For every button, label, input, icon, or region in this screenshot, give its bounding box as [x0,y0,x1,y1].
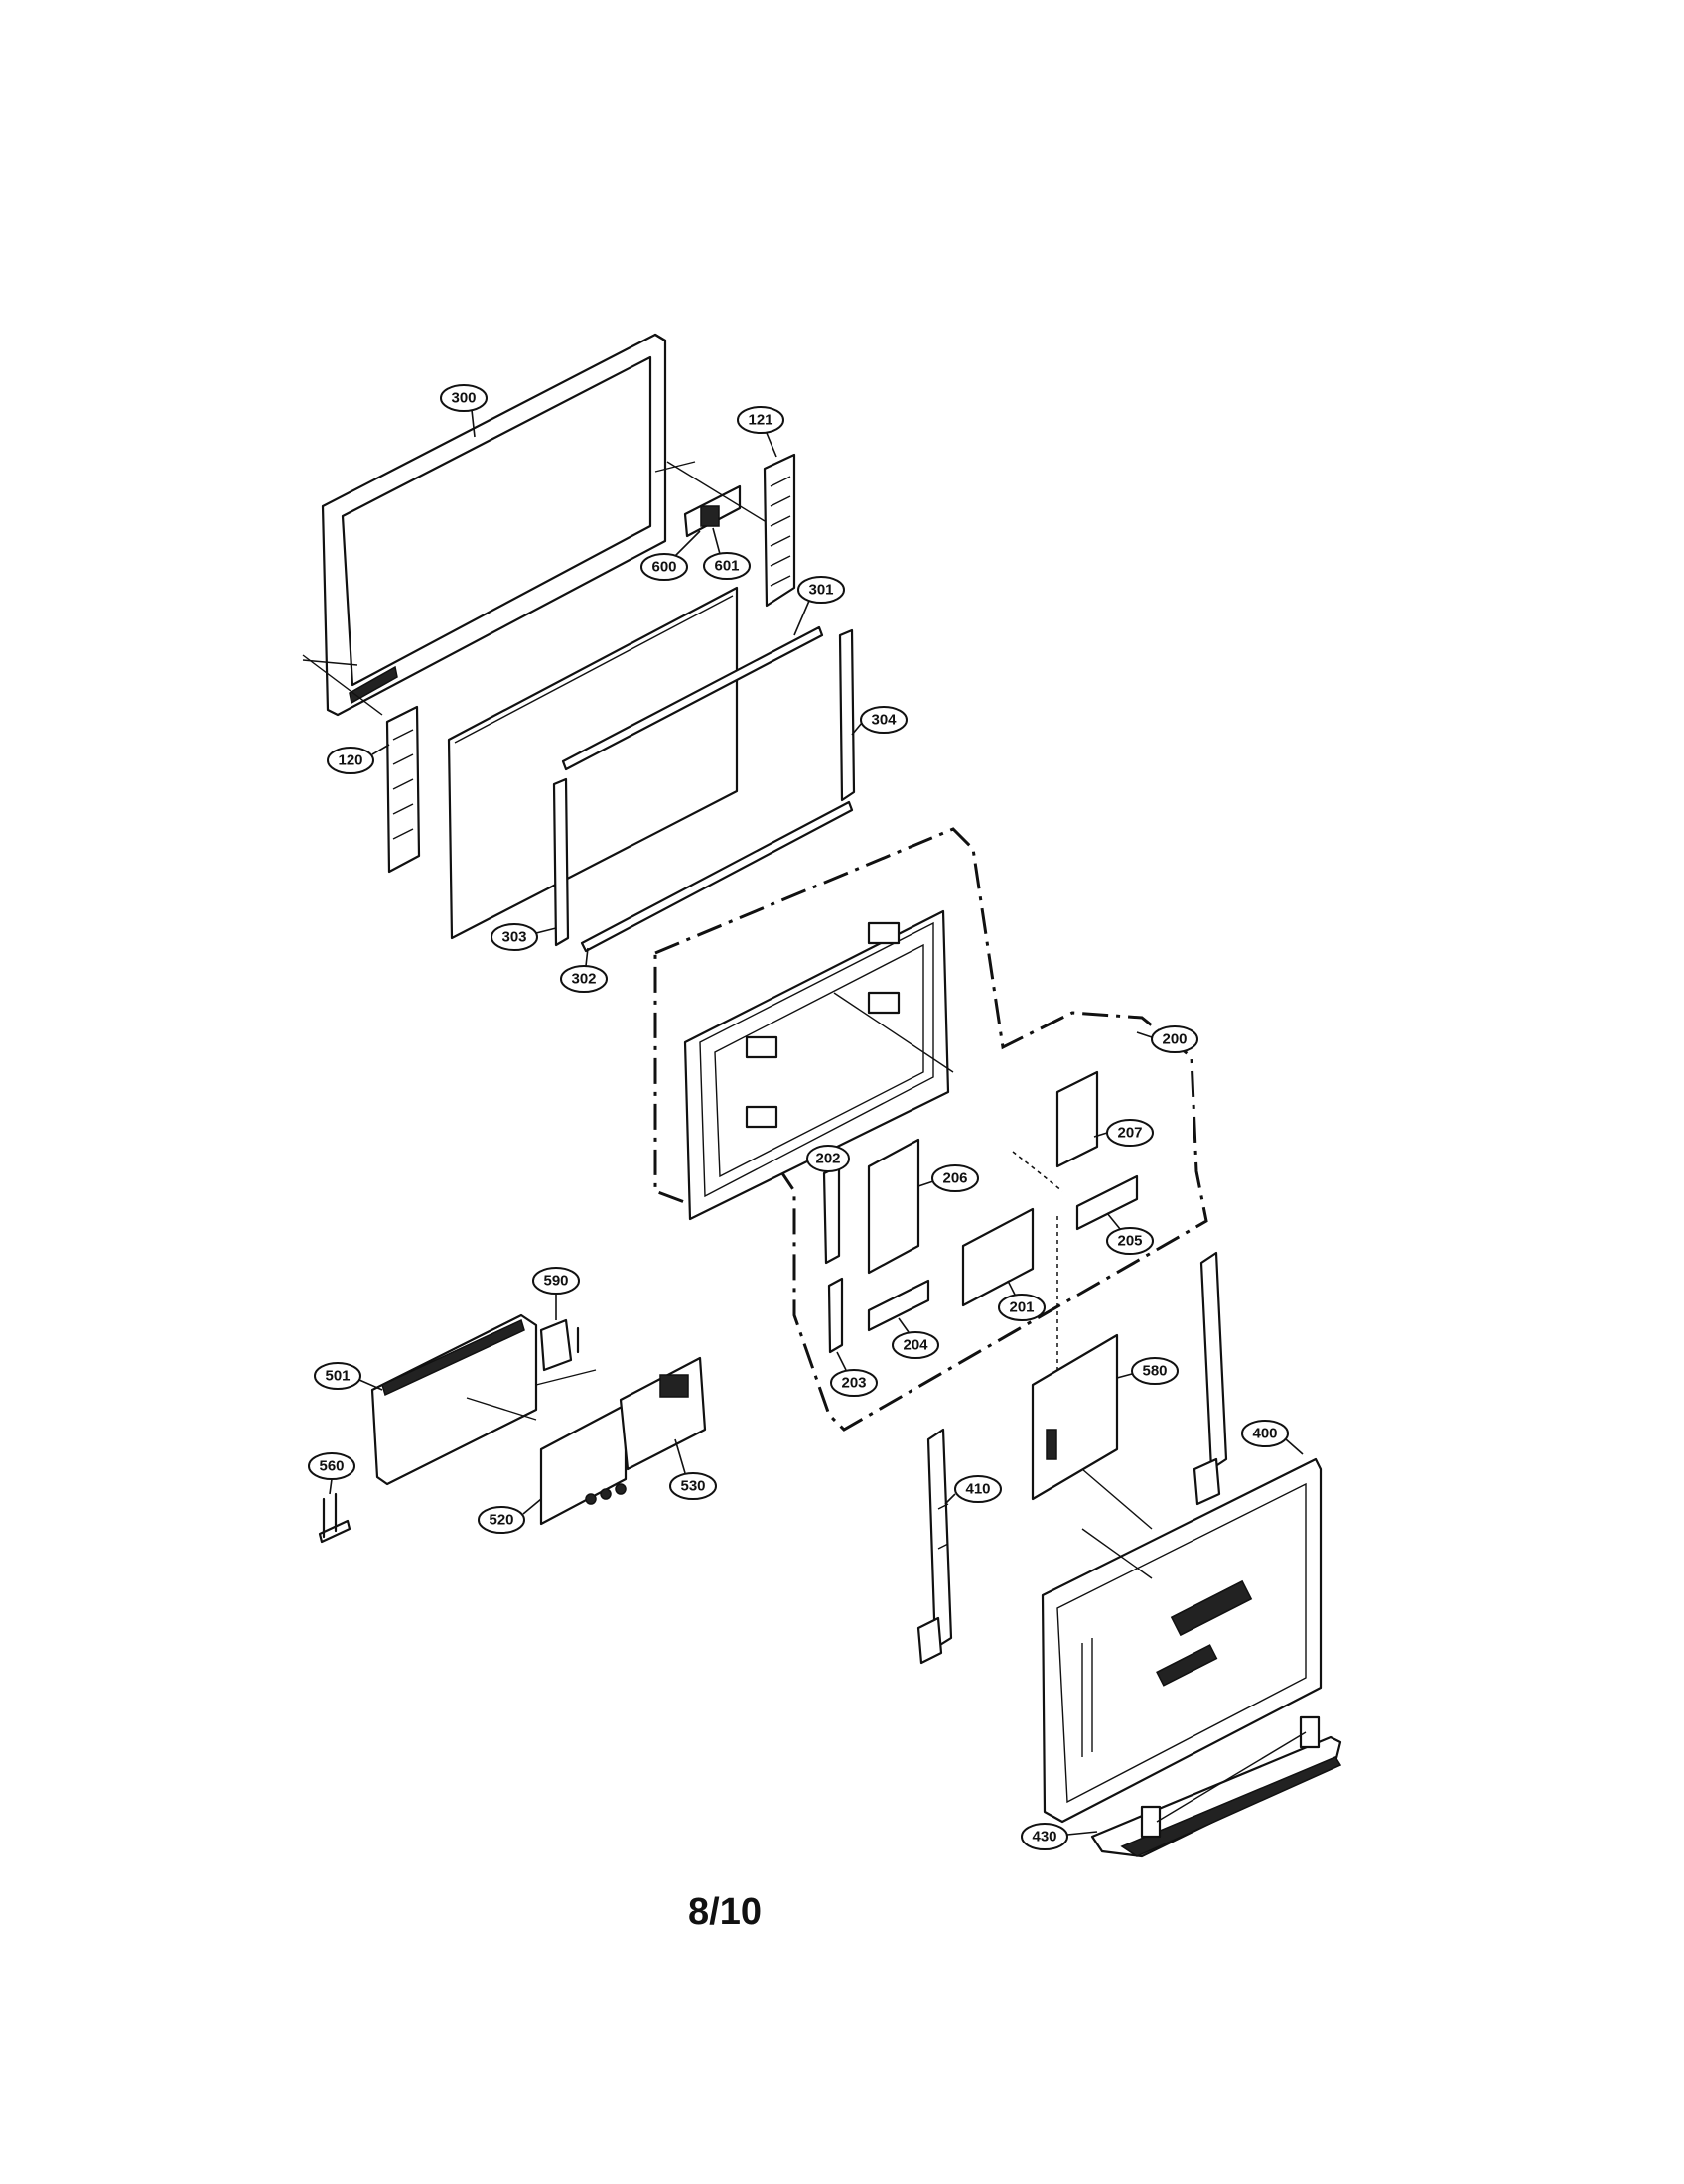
svg-text:203: 203 [841,1375,866,1392]
svg-text:410: 410 [965,1481,990,1498]
control-bracket [666,461,766,538]
pcb-580 [1031,1333,1119,1501]
callout-301: 301 [797,576,845,604]
screw-set-560 [318,1492,351,1544]
svg-text:304: 304 [871,712,897,729]
svg-text:600: 600 [651,559,676,576]
svg-text:207: 207 [1117,1125,1142,1142]
pcb-520 [539,1403,628,1526]
callout-200: 200 [1151,1025,1198,1053]
pcb-204 [867,1279,930,1332]
svg-text:303: 303 [501,929,526,946]
svg-text:580: 580 [1142,1363,1167,1380]
callout-205: 205 [1106,1227,1154,1255]
svg-text:302: 302 [571,971,596,988]
svg-text:430: 430 [1032,1829,1056,1845]
assembly-guide-line [1081,1468,1153,1530]
svg-text:301: 301 [808,582,833,599]
frame-left-rail-303 [552,777,570,947]
svg-text:205: 205 [1117,1233,1142,1250]
svg-text:202: 202 [815,1151,840,1167]
svg-text:501: 501 [325,1368,350,1385]
page-number: 8/10 [688,1891,762,1933]
pcb-206 [867,1138,920,1275]
frame-top-rail-301 [561,625,824,771]
callout-530: 530 [669,1472,717,1500]
callout-206: 206 [931,1164,979,1192]
callout-560: 560 [308,1452,355,1480]
callout-121: 121 [737,406,784,434]
stand-base-430 [1090,1715,1342,1858]
callout-601: 601 [703,552,751,580]
svg-text:120: 120 [338,752,362,769]
callout-590: 590 [532,1267,580,1295]
callout-207: 207 [1106,1119,1154,1147]
pcb-203 [827,1277,844,1354]
callout-304: 304 [860,706,908,734]
svg-text:400: 400 [1252,1426,1277,1442]
callout-580: 580 [1131,1357,1179,1385]
side-speaker-grille-right [763,453,796,608]
svg-text:121: 121 [748,412,772,429]
svg-text:200: 200 [1162,1031,1187,1048]
terminal-bracket-501 [370,1313,597,1486]
pcb-205 [1075,1174,1139,1231]
callout-520: 520 [478,1506,525,1534]
side-speaker-grille-left [385,705,421,874]
svg-text:520: 520 [489,1512,513,1529]
callout-303: 303 [491,923,538,951]
callout-302: 302 [560,965,608,993]
callout-600: 600 [640,553,688,581]
callout-201: 201 [998,1294,1046,1321]
frame-right-rail-304 [838,628,856,802]
pcb-207 [1055,1070,1099,1168]
callout-203: 203 [830,1369,878,1397]
callout-202: 202 [806,1145,850,1172]
svg-text:201: 201 [1009,1299,1034,1316]
frame-bottom-rail-302 [580,800,854,953]
svg-text:530: 530 [680,1478,705,1495]
callout-400: 400 [1241,1420,1289,1447]
callout-204: 204 [892,1331,939,1359]
svg-text:204: 204 [903,1337,928,1354]
pcb-202 [822,1164,841,1265]
pcb-201 [961,1207,1035,1307]
callout-501: 501 [314,1362,361,1390]
svg-text:601: 601 [714,558,739,575]
callout-410: 410 [954,1475,1002,1503]
bracket-590 [539,1318,580,1372]
svg-text:560: 560 [319,1458,344,1475]
svg-text:300: 300 [451,390,476,407]
stand-bracket-left-410 [916,1428,953,1665]
svg-text:590: 590 [543,1273,568,1290]
callout-120: 120 [327,747,374,774]
back-cover-400 [1041,1457,1323,1824]
glass-filter-panel [447,586,739,940]
stand-bracket-right [1193,1251,1228,1506]
module-chassis-frame [683,909,954,1221]
pcb-530 [585,1356,707,1505]
callout-300: 300 [440,384,488,412]
front-bezel [302,333,696,717]
svg-text:206: 206 [942,1170,967,1187]
callout-430: 430 [1021,1823,1068,1850]
